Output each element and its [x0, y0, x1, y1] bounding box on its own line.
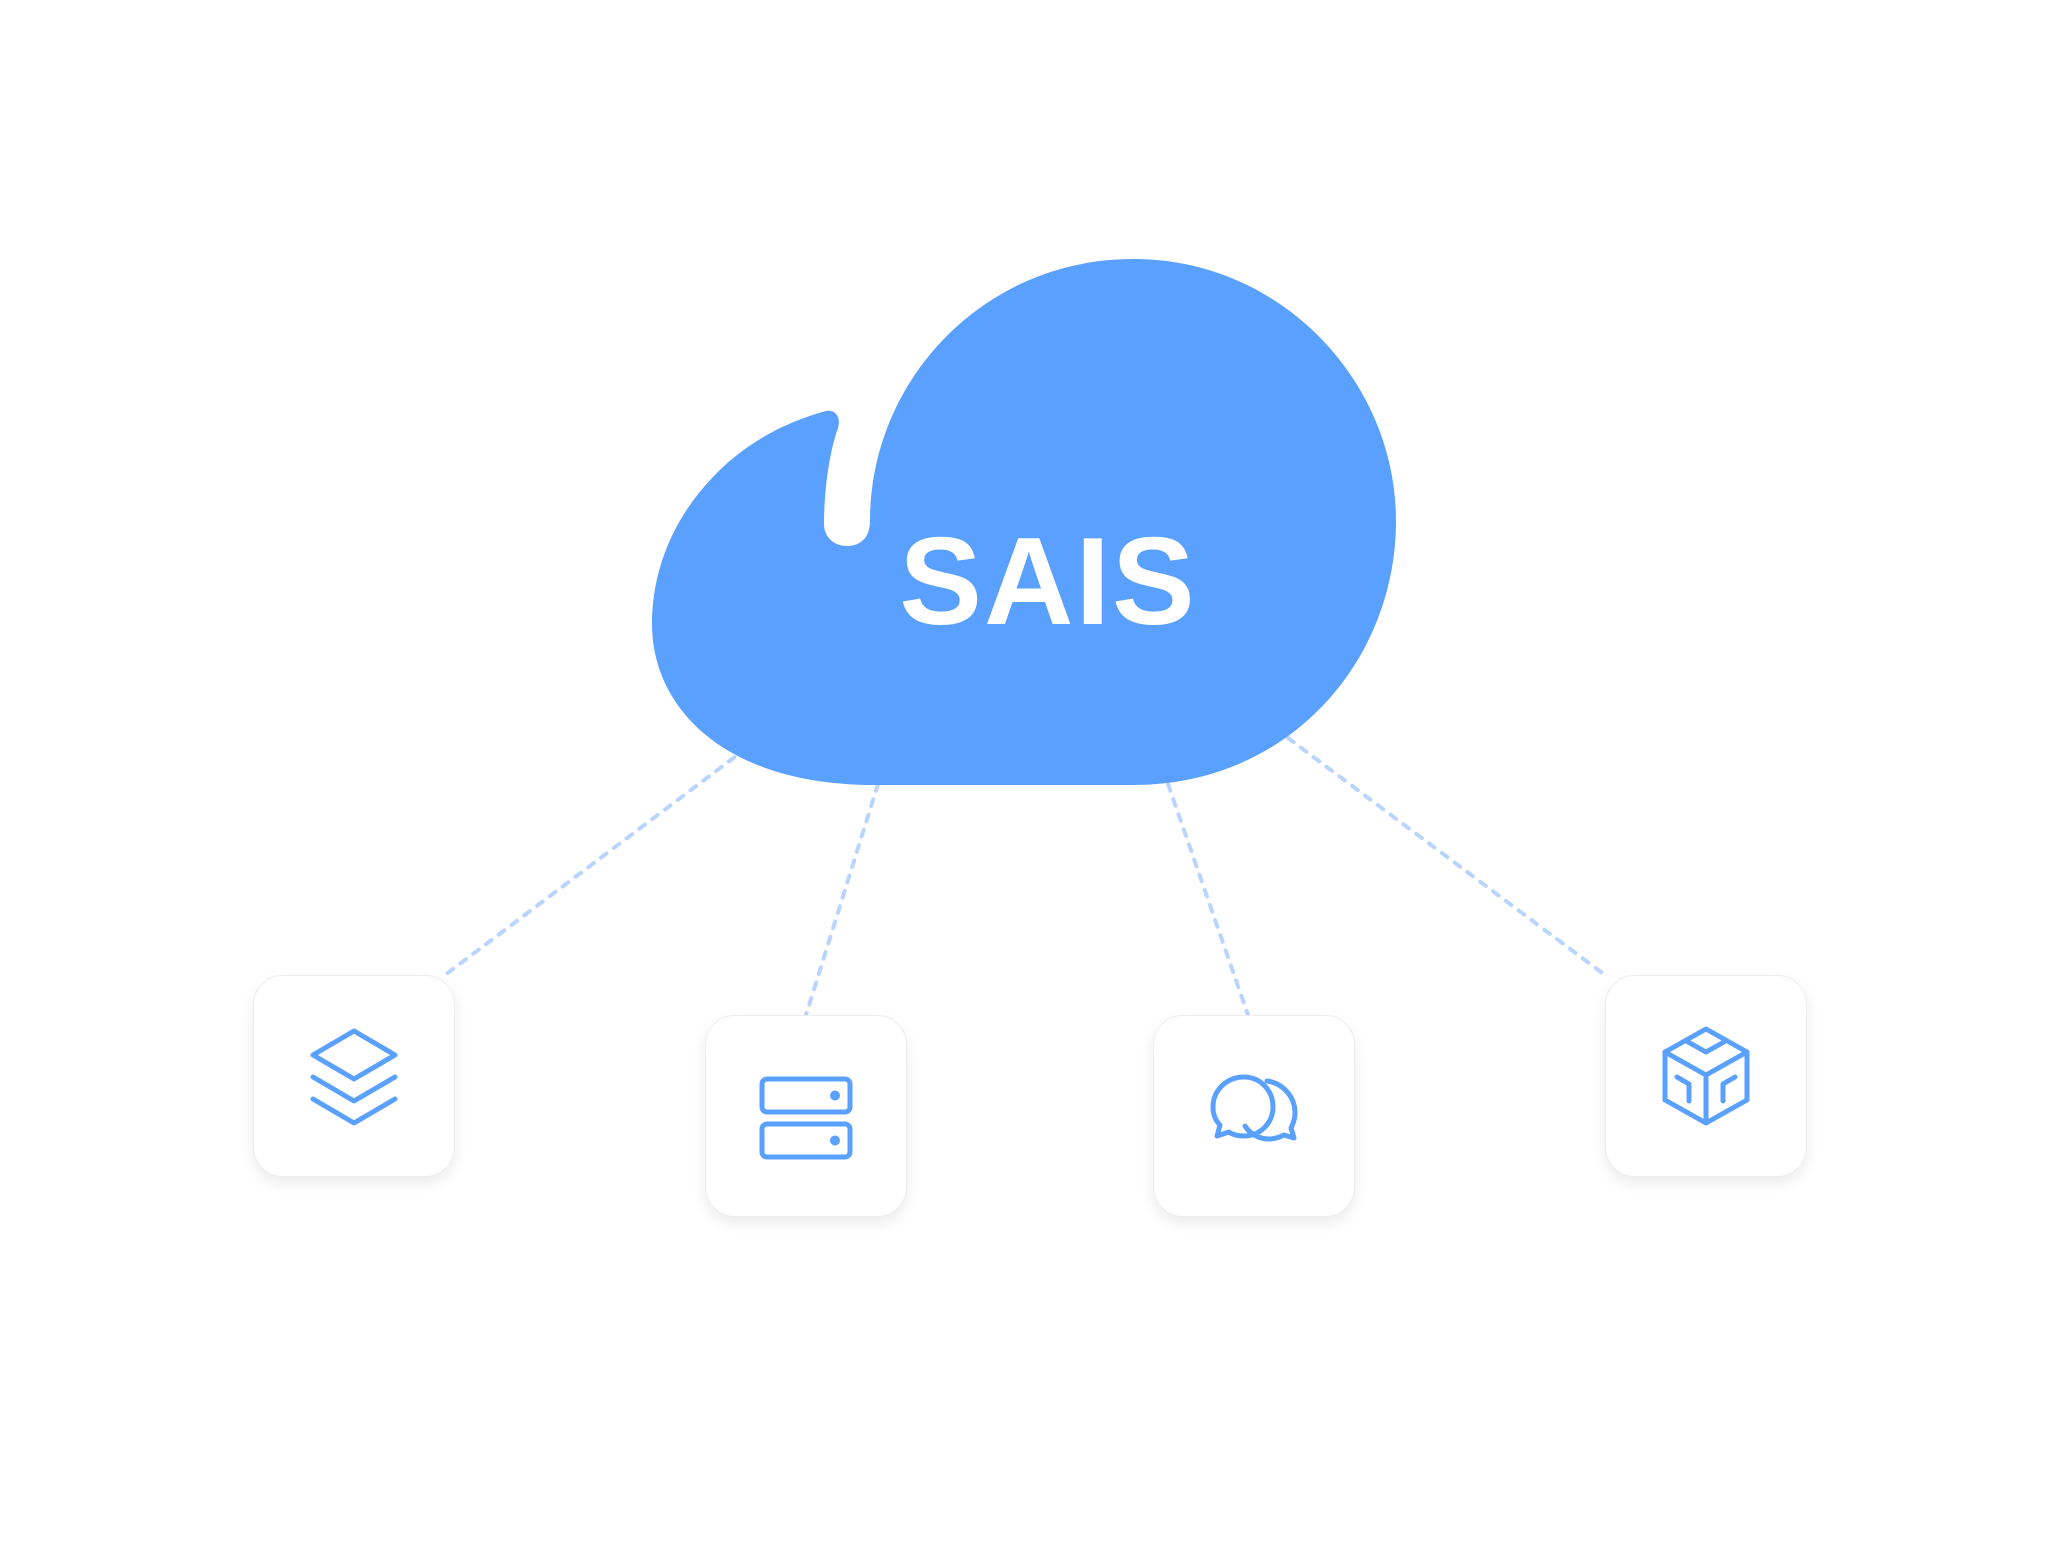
chat-card[interactable] — [1153, 1015, 1355, 1217]
connector-line-1 — [443, 736, 762, 977]
chat-bubbles-icon — [1210, 1074, 1298, 1142]
connector-line-4 — [1286, 736, 1607, 977]
cube-box-icon — [1662, 1026, 1750, 1126]
server-icon — [759, 1076, 853, 1160]
cube-card[interactable] — [1605, 975, 1807, 1177]
cloud-label: SAIS — [899, 513, 1196, 651]
server-card[interactable] — [705, 1015, 907, 1217]
cloud-shape: SAIS — [652, 259, 1396, 785]
connector-line-2 — [804, 782, 880, 1017]
connector-line-3 — [1166, 782, 1250, 1017]
layers-icon — [310, 1028, 398, 1126]
layers-card[interactable] — [253, 975, 455, 1177]
